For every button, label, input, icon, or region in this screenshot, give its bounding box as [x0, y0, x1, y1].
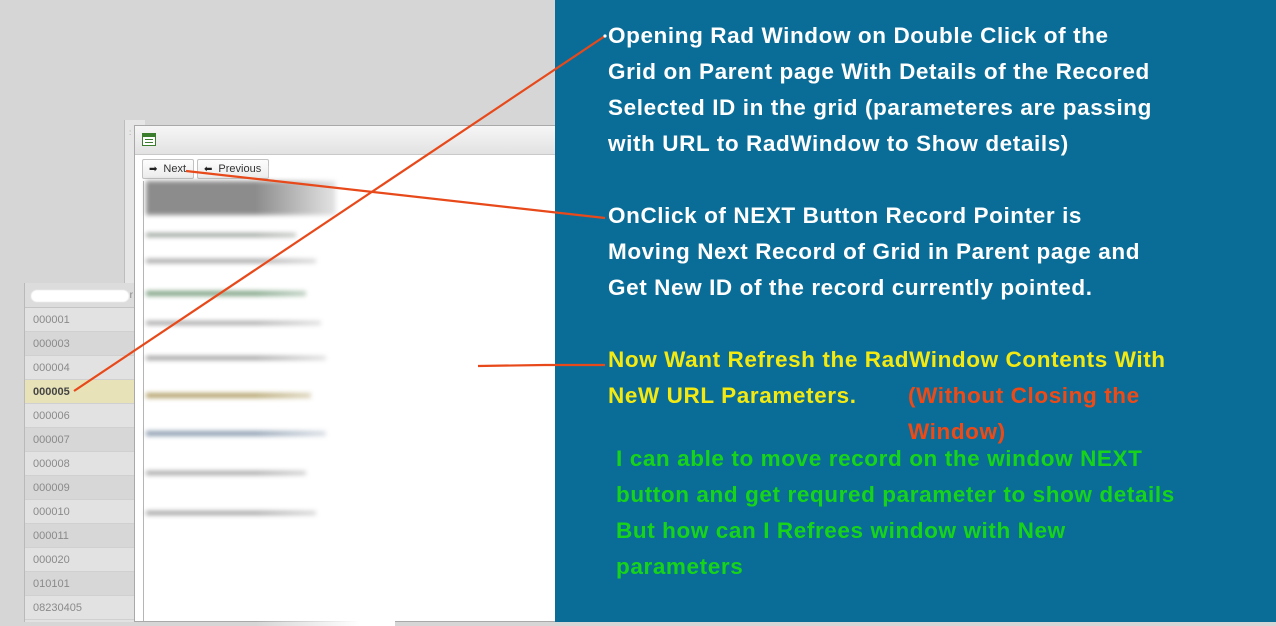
rad-window-titlebar[interactable] — [135, 126, 563, 155]
annotation-without-closing-window: Window) — [908, 419, 1006, 444]
content-fade — [255, 166, 395, 626]
table-row[interactable]: 000007 — [25, 428, 136, 452]
table-row[interactable]: 000011 — [25, 524, 136, 548]
annotation-next-button: OnClick of NEXT Button Record Pointer is… — [608, 203, 1141, 300]
table-row[interactable]: 000010 — [25, 500, 136, 524]
arrow-right-icon: ➡ — [149, 163, 158, 175]
next-button[interactable]: ➡ Next — [142, 159, 195, 179]
grid-header-label-blurred — [31, 290, 129, 302]
grid-row-selected[interactable]: 000005 — [25, 380, 136, 404]
next-button-label: Next — [163, 163, 187, 175]
annotation-refresh-goal: Now Want Refresh the RadWindow Contents … — [608, 347, 1166, 408]
table-row[interactable]: 000003 — [25, 332, 136, 356]
table-row[interactable]: 000009 — [25, 476, 136, 500]
table-row[interactable]: 010101 — [25, 572, 136, 596]
table-row[interactable]: 000001 — [25, 308, 136, 332]
table-row[interactable]: 000008 — [25, 452, 136, 476]
blurred-row — [146, 511, 316, 515]
arrow-left-icon: ⬅ — [204, 163, 213, 175]
annotation-without-closing: (Without Closing the — [908, 383, 1140, 408]
grid-header[interactable]: r — [25, 283, 136, 308]
table-row[interactable]: 000006 — [25, 404, 136, 428]
grid-header-tail: r — [129, 290, 133, 301]
blurred-row — [146, 393, 311, 398]
annotation-question: I can able to move record on the window … — [616, 446, 1175, 579]
table-row[interactable]: 000020 — [25, 548, 136, 572]
annotation-panel — [555, 0, 1276, 622]
table-row[interactable]: 08230405 — [25, 596, 136, 620]
blurred-row — [146, 431, 326, 436]
annotation-open-radwindow: Opening Rad Window on Double Click of th… — [608, 23, 1152, 156]
window-list-icon — [142, 133, 156, 146]
blurred-row — [146, 471, 306, 475]
rad-window-toolbar: ➡ Next ⬅ Previous — [142, 159, 270, 179]
table-row[interactable]: 000004 — [25, 356, 136, 380]
rad-window[interactable]: ➡ Next ⬅ Previous — [134, 125, 564, 626]
